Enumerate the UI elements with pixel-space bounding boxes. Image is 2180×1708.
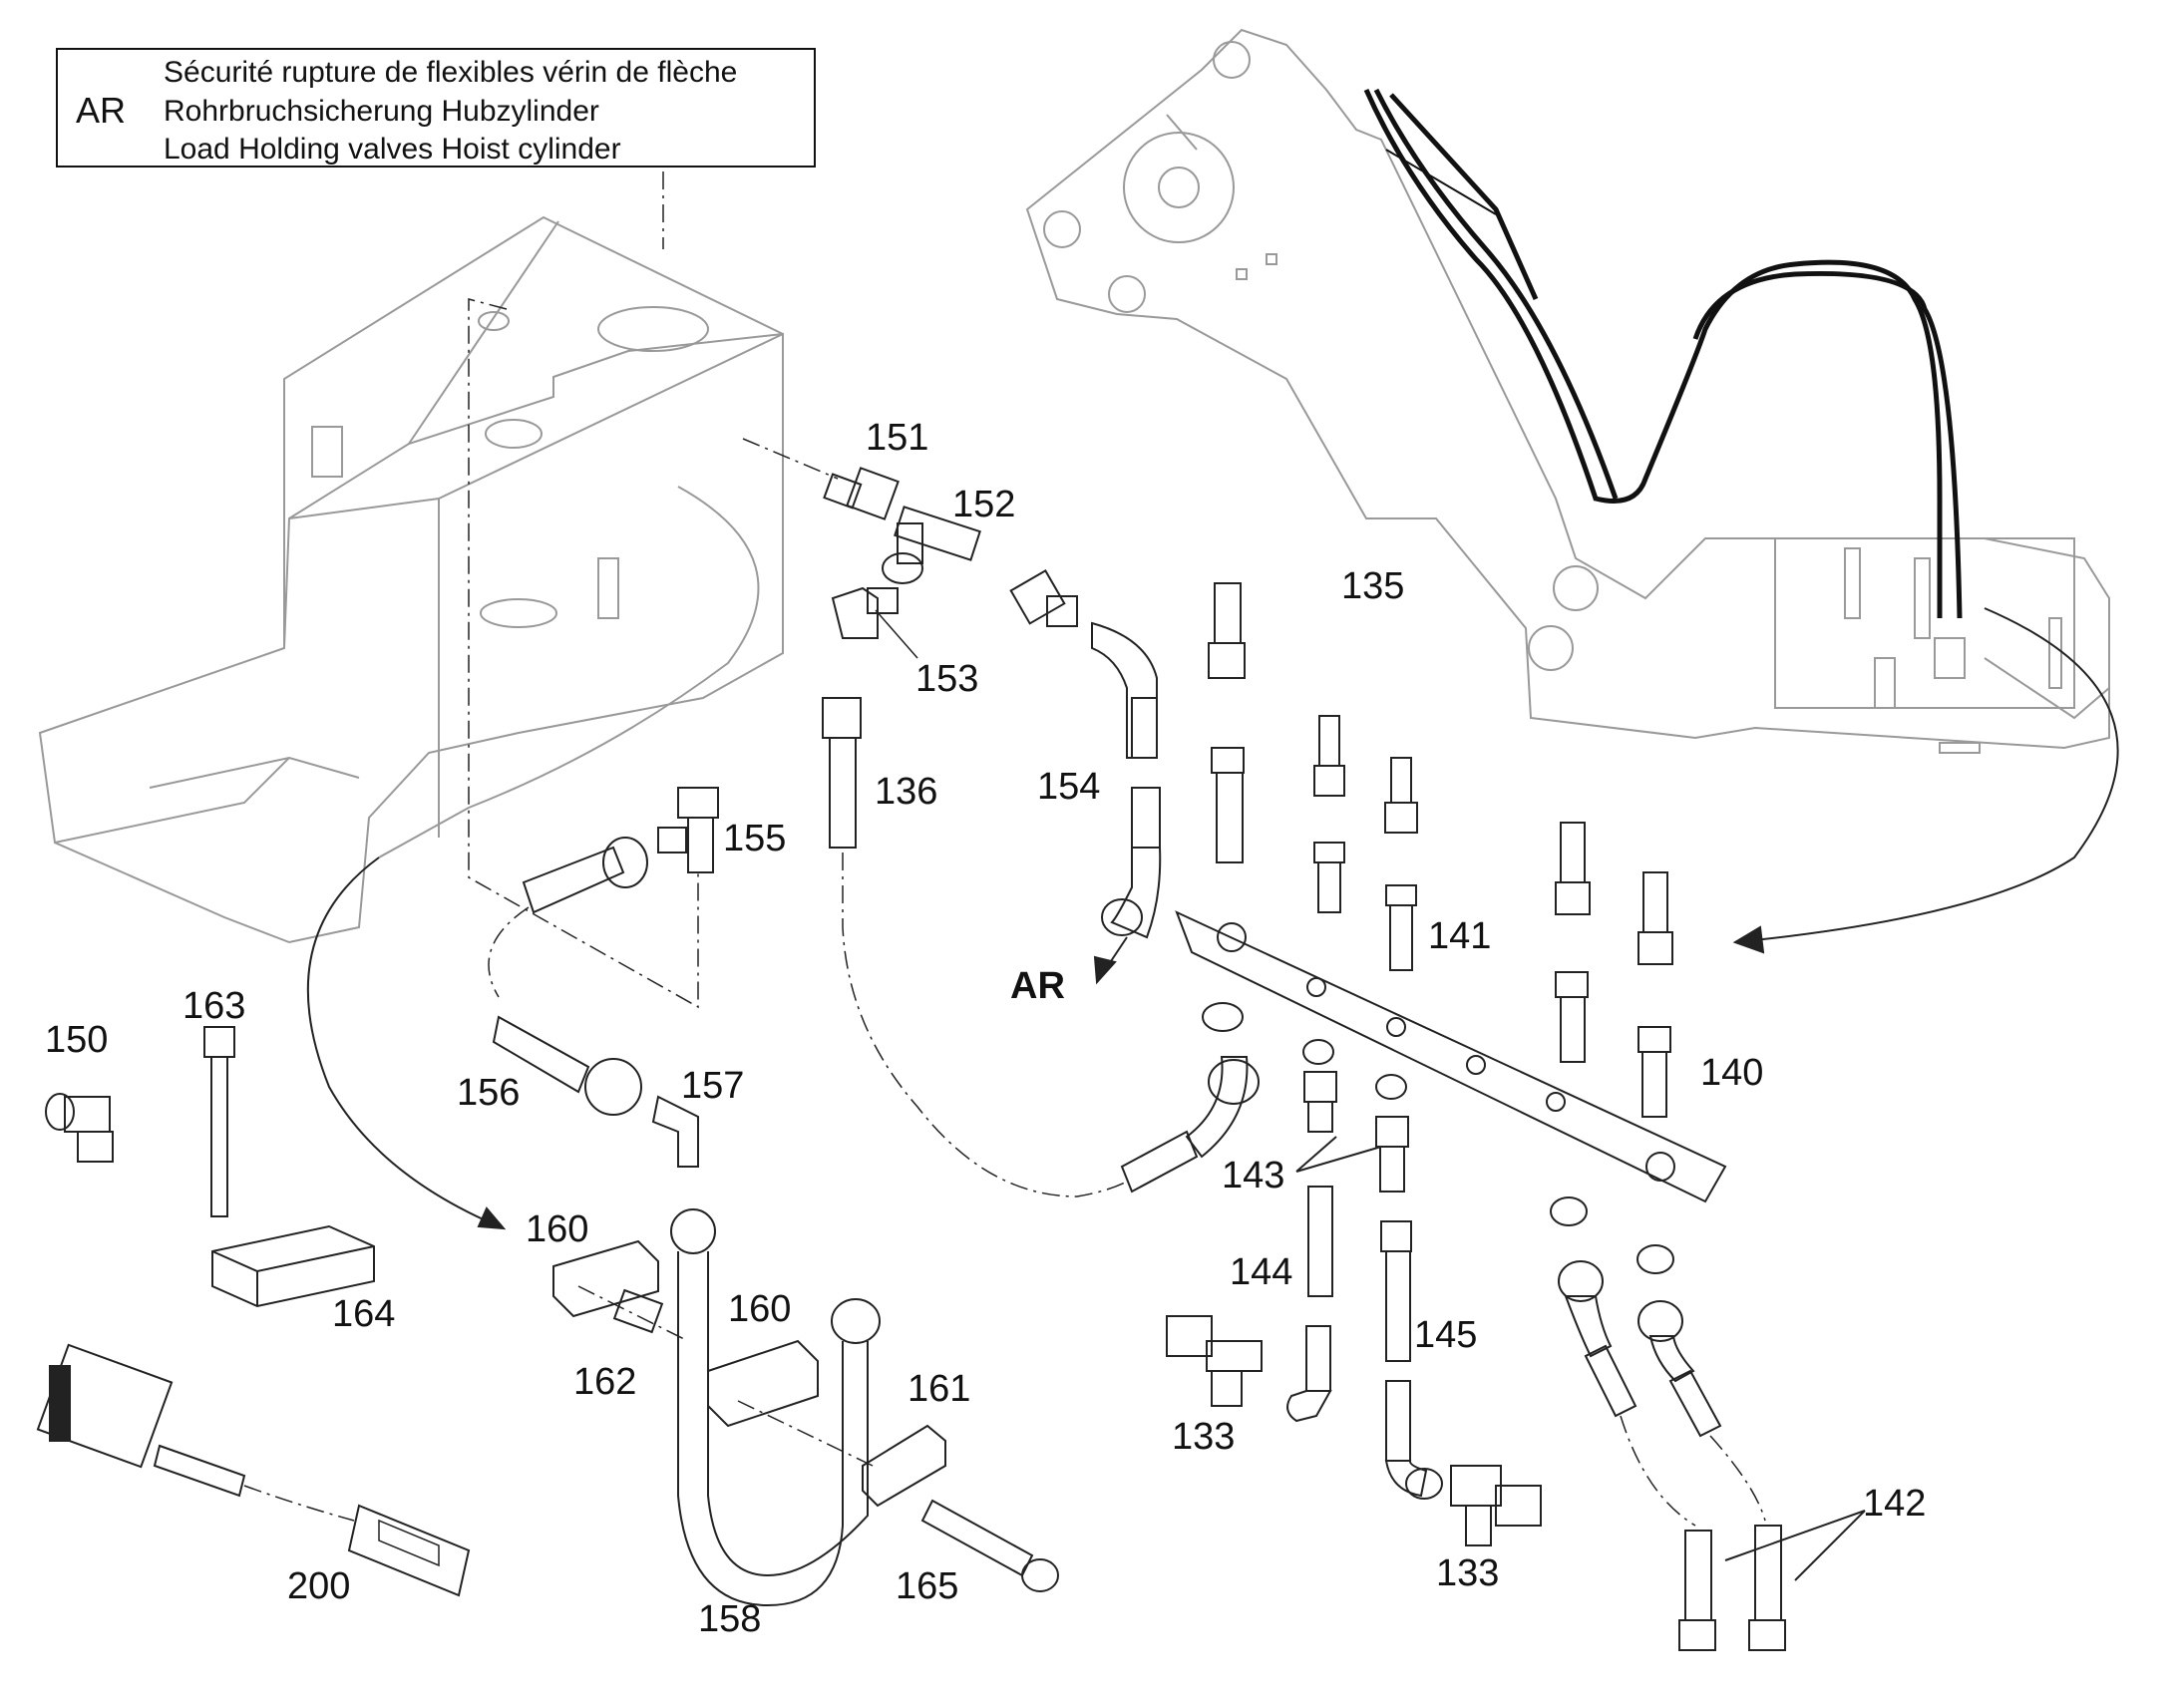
- hose-156-upper: [522, 837, 648, 914]
- hose-144: [1286, 1186, 1333, 1423]
- callout-151: 151: [866, 417, 929, 459]
- plate-161: [862, 1424, 946, 1508]
- callout-155: 155: [723, 818, 787, 859]
- hose-154: [1009, 569, 1162, 939]
- hose-142: [1558, 1260, 1786, 1651]
- clamp-160-left: [552, 1239, 659, 1318]
- clamp-160-right: [707, 1339, 819, 1428]
- callout-144: 144: [1230, 1251, 1293, 1293]
- boom-hoses: [1363, 88, 1963, 619]
- plate-164: [211, 1224, 375, 1308]
- callout-163: 163: [182, 985, 246, 1027]
- callout-133-right: 133: [1436, 1552, 1500, 1594]
- legend-line-en: Load Holding valves Hoist cylinder: [164, 133, 621, 166]
- hydraulic-tank: [38, 215, 784, 944]
- callout-142: 142: [1863, 1483, 1927, 1525]
- fitting-151: [823, 467, 900, 520]
- mounting-bar: [1175, 910, 1727, 1203]
- hose-136-end: [1120, 1056, 1260, 1194]
- callout-150: 150: [45, 1019, 109, 1061]
- boom-assembly: [1025, 28, 2110, 754]
- tee-fitting-152: [882, 506, 981, 584]
- nuts-143: [1202, 1002, 1674, 1274]
- fitting-135: [1208, 582, 1246, 863]
- callout-165: 165: [896, 1565, 959, 1607]
- callout-153: 153: [915, 658, 979, 700]
- hose-156: [492, 1015, 642, 1116]
- callout-135: 135: [1341, 565, 1405, 607]
- callout-156: 156: [457, 1072, 521, 1114]
- hose-145: [1380, 1220, 1443, 1500]
- legend-code: AR: [76, 90, 127, 131]
- elbow-157: [651, 1095, 699, 1168]
- callout-ar: AR: [1010, 965, 1065, 1007]
- hose-136: [822, 697, 862, 849]
- callout-154: 154: [1037, 766, 1101, 808]
- callout-140: 140: [1700, 1052, 1764, 1094]
- tee-155: [657, 787, 719, 873]
- elbow-153: [831, 586, 899, 639]
- callout-158: 158: [698, 1598, 762, 1640]
- callout-161: 161: [908, 1368, 971, 1410]
- tee-133-left: [1166, 1315, 1263, 1407]
- legend-line-fr: Sécurité rupture de flexibles vérin de f…: [164, 56, 738, 89]
- callout-145: 145: [1414, 1314, 1478, 1356]
- callout-160-left: 160: [526, 1208, 589, 1250]
- fitting-140-group: [1555, 822, 1673, 1118]
- callout-141: 141: [1428, 915, 1492, 957]
- legend-box: AR Sécurité rupture de flexibles vérin d…: [56, 48, 816, 168]
- pipe-158: [670, 1208, 881, 1607]
- callout-136: 136: [875, 771, 938, 813]
- callout-143: 143: [1222, 1155, 1285, 1196]
- callout-164: 164: [332, 1293, 396, 1335]
- callout-162: 162: [573, 1361, 637, 1403]
- fitting-141-group: [1313, 715, 1418, 971]
- bolt-163: [203, 1026, 235, 1217]
- callout-160-right: 160: [728, 1288, 792, 1330]
- legend-line-de: Rohrbruchsicherung Hubzylinder: [164, 95, 599, 128]
- bolt-165: [920, 1499, 1059, 1592]
- callout-200: 200: [287, 1565, 351, 1607]
- callout-152: 152: [952, 484, 1016, 525]
- sleeve-162: [612, 1288, 664, 1334]
- callout-157: 157: [681, 1065, 745, 1107]
- sensor-200: [36, 1343, 471, 1597]
- tee-133-right: [1450, 1465, 1542, 1546]
- elbow-150: [45, 1093, 114, 1163]
- callout-133-left: 133: [1172, 1416, 1236, 1458]
